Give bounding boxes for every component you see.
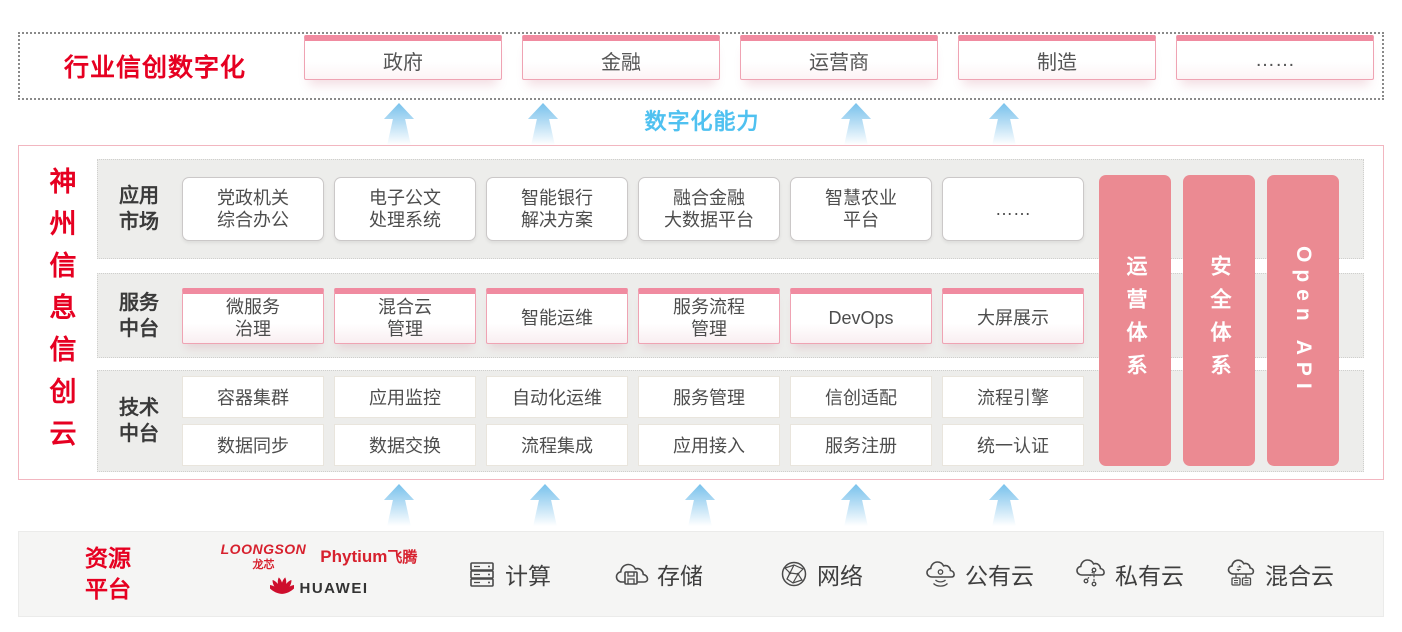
up-arrow-icon — [684, 484, 716, 526]
loongson-logo: LOONGSON 龙芯 — [221, 541, 307, 572]
resource-item-hybrid-cloud: 混合云 — [1224, 557, 1334, 591]
resource-platform-title: 资源 平台 — [85, 544, 131, 602]
resource-item-label: 私有云 — [1115, 563, 1184, 589]
phytium-logo: Phytium 飞腾 — [320, 546, 417, 567]
network-globe-icon — [778, 558, 810, 590]
phytium-cn-text: 飞腾 — [387, 549, 418, 566]
tech-card[interactable]: 应用接入 — [638, 424, 780, 466]
app-card[interactable]: 智能银行 解决方案 — [486, 177, 628, 241]
loongson-logo-text: LOONGSON — [220, 541, 307, 557]
capability-label: 数字化能力 — [644, 109, 760, 134]
resource-item-network: 网络 — [778, 557, 863, 591]
pillar-label: 安全体系 — [1208, 254, 1231, 387]
tech-card[interactable]: 服务管理 — [638, 376, 780, 418]
industry-button-more[interactable]: …… — [1176, 35, 1374, 80]
up-arrow-icon — [988, 484, 1020, 526]
resource-platform-panel: 资源 平台 LOONGSON 龙芯 Phytium 飞腾 — [18, 531, 1384, 617]
up-arrow-icon — [840, 103, 872, 145]
app-market-label: 应用 市场 — [119, 185, 159, 233]
resource-item-label: 计算 — [505, 563, 551, 589]
app-card[interactable]: 融合金融 大数据平台 — [638, 177, 780, 241]
public-cloud-icon — [924, 558, 958, 590]
service-card[interactable]: 混合云 管理 — [334, 287, 476, 344]
pillar-security-system: 安全体系 — [1183, 175, 1255, 466]
hybrid-cloud-icon — [1224, 558, 1258, 590]
pillar-open-api: Open API — [1267, 175, 1339, 466]
up-arrow-icon — [383, 103, 415, 145]
industry-button-manufacturing[interactable]: 制造 — [958, 35, 1156, 80]
up-arrow-icon — [988, 103, 1020, 145]
cloud-platform-box: 神州信息信创云 应用 市场 党政机关 综合办公 电子公文 处理系统 智能银行 解… — [18, 145, 1384, 480]
tech-card[interactable]: 应用监控 — [334, 376, 476, 418]
huawei-logo-text: HUAWEI — [299, 579, 369, 597]
tech-card[interactable]: 数据同步 — [182, 424, 324, 466]
industry-banner-title: 行业信创数字化 — [64, 54, 247, 82]
cloud-storage-icon — [614, 558, 650, 590]
service-card[interactable]: DevOps — [790, 287, 932, 344]
up-arrow-icon — [527, 103, 559, 145]
resource-item-private-cloud: 私有云 — [1074, 557, 1184, 591]
tech-card[interactable]: 统一认证 — [942, 424, 1084, 466]
server-icon — [466, 558, 498, 590]
service-card[interactable]: 微服务 治理 — [182, 287, 324, 344]
tech-card[interactable]: 容器集群 — [182, 376, 324, 418]
app-card[interactable]: 党政机关 综合办公 — [182, 177, 324, 241]
resource-item-label: 网络 — [817, 563, 863, 589]
industry-banner: 行业信创数字化 政府 金融 运营商 制造 …… — [18, 32, 1384, 100]
app-market-row: 应用 市场 党政机关 综合办公 电子公文 处理系统 智能银行 解决方案 融合金融… — [97, 159, 1364, 259]
resource-item-label: 混合云 — [1265, 563, 1334, 589]
private-cloud-icon — [1074, 558, 1108, 590]
tech-card[interactable]: 自动化运维 — [486, 376, 628, 418]
tech-card[interactable]: 流程引擎 — [942, 376, 1084, 418]
app-card[interactable]: 电子公文 处理系统 — [334, 177, 476, 241]
service-card[interactable]: 智能运维 — [486, 287, 628, 344]
loongson-cn-text: 龙芯 — [252, 559, 275, 571]
tech-platform-row: 技术 中台 容器集群 应用监控 自动化运维 服务管理 信创适配 流程引擎 数据同… — [97, 370, 1364, 472]
huawei-logo: HUAWEI — [267, 575, 369, 601]
industry-button-finance[interactable]: 金融 — [522, 35, 720, 80]
service-platform-row: 服务 中台 微服务 治理 混合云 管理 智能运维 服务流程 管理 DevOps … — [97, 273, 1364, 358]
pillar-operation-system: 运营体系 — [1099, 175, 1171, 466]
phytium-logo-text: Phytium — [320, 547, 388, 566]
platform-side-title: 神州信息信创云 — [45, 167, 76, 461]
industry-button-operator[interactable]: 运营商 — [740, 35, 938, 80]
resource-item-compute: 计算 — [466, 557, 551, 591]
resource-item-public-cloud: 公有云 — [924, 557, 1034, 591]
vendor-logos: LOONGSON 龙芯 Phytium 飞腾 — [209, 541, 429, 601]
tech-card[interactable]: 数据交换 — [334, 424, 476, 466]
up-arrow-icon — [383, 484, 415, 526]
up-arrow-icon — [840, 484, 872, 526]
resource-item-label: 存储 — [657, 563, 703, 589]
service-card[interactable]: 大屏展示 — [942, 287, 1084, 344]
service-platform-label: 服务 中台 — [119, 291, 159, 340]
tech-card[interactable]: 服务注册 — [790, 424, 932, 466]
industry-button-government[interactable]: 政府 — [304, 35, 502, 80]
tech-card[interactable]: 信创适配 — [790, 376, 932, 418]
up-arrow-icon — [529, 484, 561, 526]
huawei-flower-icon — [267, 575, 296, 601]
pillar-label: 运营体系 — [1124, 254, 1147, 387]
tech-platform-label: 技术 中台 — [119, 397, 159, 445]
service-card[interactable]: 服务流程 管理 — [638, 287, 780, 344]
pillar-label: Open API — [1292, 245, 1315, 396]
resource-item-storage: 存储 — [614, 557, 703, 591]
tech-card[interactable]: 流程集成 — [486, 424, 628, 466]
app-card-more[interactable]: …… — [942, 177, 1084, 241]
resource-item-label: 公有云 — [965, 563, 1034, 589]
app-card[interactable]: 智慧农业 平台 — [790, 177, 932, 241]
